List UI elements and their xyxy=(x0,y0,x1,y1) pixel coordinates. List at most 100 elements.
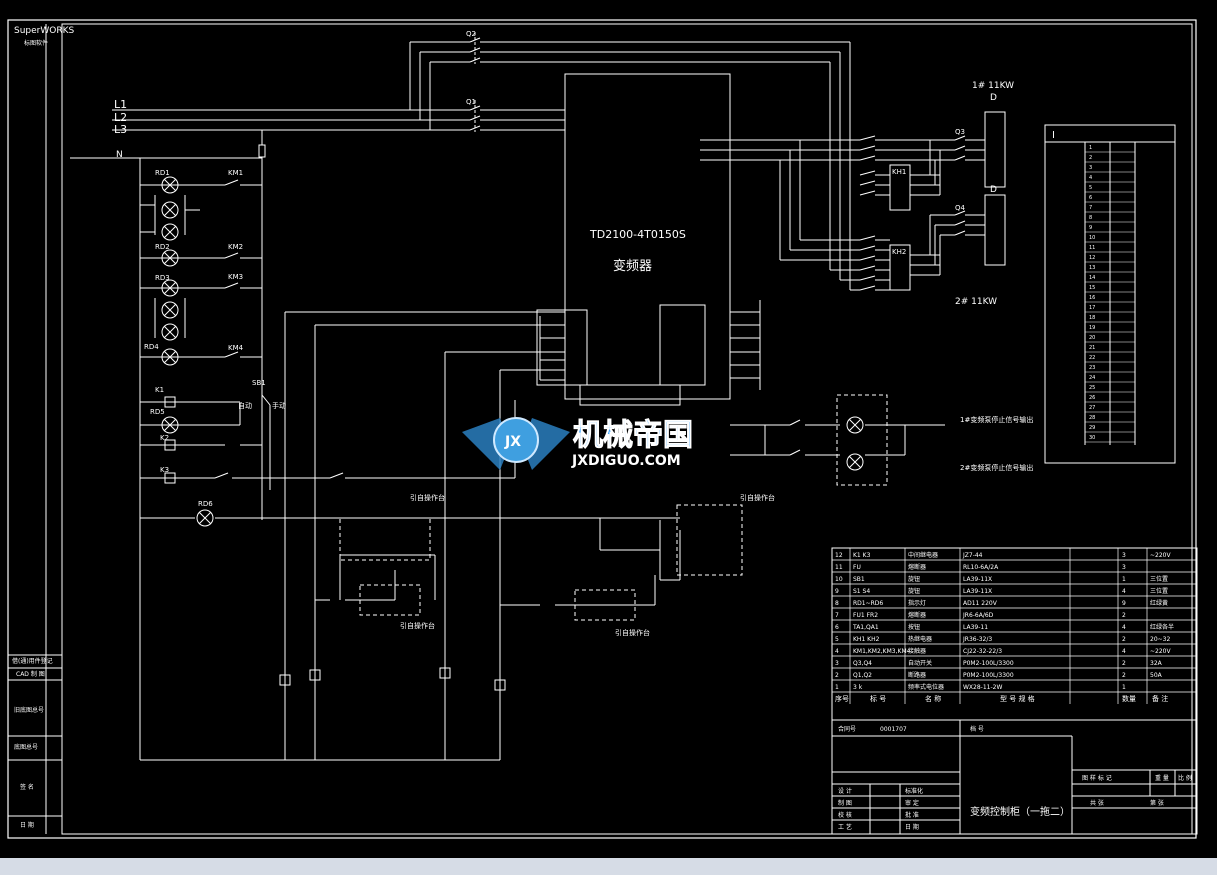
label-km1: KM1 xyxy=(228,169,243,177)
bom-cell: 2 xyxy=(1122,672,1126,679)
sidebar-field-2: CAD 制 图 xyxy=(16,670,45,678)
motor-2-d: D xyxy=(990,185,997,195)
watermark-logo: JX xyxy=(504,434,521,450)
bom-cell: 5 xyxy=(835,636,839,643)
label-km3: KM3 xyxy=(228,273,243,281)
terminal-row: 7 xyxy=(1089,205,1092,211)
label-op3: 引自操作台 xyxy=(615,628,650,637)
bom-cell: 2 xyxy=(1122,636,1126,643)
terminal-row: 15 xyxy=(1089,285,1095,291)
terminal-row: 5 xyxy=(1089,185,1092,191)
motor-2-label: 2# 11KW xyxy=(955,297,997,307)
bom-header-cell: 序号 xyxy=(835,694,849,703)
label-kh2: KH2 xyxy=(892,248,906,256)
bottom-status-bar xyxy=(0,858,1217,875)
terminal-row: 26 xyxy=(1089,395,1095,401)
power-labels: L1 L2 L3 N Q1 Q2 xyxy=(114,30,476,160)
bom-cell: KH1 KH2 xyxy=(853,636,880,643)
bom-cell: 6 xyxy=(835,624,839,631)
motor-labels: 1# 11KW D D 2# 11KW xyxy=(955,81,1014,307)
label-q3: Q3 xyxy=(955,128,965,136)
title-block: 合同号 0001707 档 号 变频控制柜（一拖二） 图 样 标 记 重 量 比… xyxy=(831,719,1198,835)
sidebar-field-3: 旧底图总号 xyxy=(14,706,44,714)
inner-border xyxy=(61,23,1193,835)
terminal-row: 28 xyxy=(1089,415,1095,421)
bom-cell: 2 xyxy=(1122,612,1126,619)
label-l3: L3 xyxy=(114,123,127,136)
terminal-row: 14 xyxy=(1089,275,1095,281)
bom-cell: LA39-11 xyxy=(963,624,988,631)
lamp-symbols xyxy=(161,176,864,527)
terminal-row: 30 xyxy=(1089,435,1095,441)
terminal-row: 16 xyxy=(1089,295,1095,301)
bom-cell: LA39-11X xyxy=(963,588,992,595)
stage-label: 图 样 标 记 xyxy=(1082,774,1112,782)
motor-1-d: D xyxy=(990,93,997,103)
sidebar-field-5: 签 名 xyxy=(20,783,34,791)
drawing-title: 变频控制柜（一拖二） xyxy=(970,805,1070,818)
bom-cell: Q1,Q2 xyxy=(853,672,872,679)
bom-cell: SB1 xyxy=(853,576,865,583)
sidebar-field-4: 底图总号 xyxy=(14,743,38,751)
label-signal-2: 2#变频泵停止信号输出 xyxy=(960,463,1033,472)
label-rd6: RD6 xyxy=(198,500,213,508)
label-rd4: RD4 xyxy=(144,343,159,351)
bom-cell: 中间继电器 xyxy=(908,551,938,559)
label-rd5: RD5 xyxy=(150,408,165,416)
bom-cell: 自动开关 xyxy=(908,659,932,667)
bom-cell: 8 xyxy=(835,600,839,607)
terminal-table: I 12345678910111213141516171819202122232… xyxy=(1044,124,1176,464)
brand-sub: 标图软件 xyxy=(24,39,48,47)
watermark-cn: 机械帝国 xyxy=(573,418,693,453)
label-rd2: RD2 xyxy=(155,243,170,251)
label-manual: 手动 xyxy=(272,401,286,410)
bom-cell: 三位置 xyxy=(1150,575,1168,583)
bom-cell: 20~32 xyxy=(1150,636,1170,643)
bom-cell: 1 xyxy=(835,684,839,691)
bom-header-cell: 标 号 xyxy=(870,694,886,703)
bom-cell: P0M2-100L/3300 xyxy=(963,672,1014,679)
bom-cell: 4 xyxy=(1122,624,1126,631)
terminal-row: 11 xyxy=(1089,245,1095,251)
label-op4: 引自操作台 xyxy=(740,493,775,502)
terminal-row: 20 xyxy=(1089,335,1095,341)
label-l1: L1 xyxy=(114,98,127,111)
bom-cell: 4 xyxy=(1122,588,1126,595)
bom-cell: S1 S4 xyxy=(853,588,870,595)
bom-cell: RL10-6A/2A xyxy=(963,564,999,571)
bom-cell: 红绿各半 xyxy=(1150,623,1174,631)
terminal-row: 27 xyxy=(1089,405,1095,411)
bom-cell: 1 xyxy=(1122,684,1126,691)
title-role: 标准化 xyxy=(905,787,923,795)
bom-header-cell: 备 注 xyxy=(1152,694,1168,703)
scale-label: 比 例 xyxy=(1178,774,1192,782)
bom-cell: 1 xyxy=(1122,576,1126,583)
terminal-row: 17 xyxy=(1089,305,1095,311)
label-km2: KM2 xyxy=(228,243,243,251)
terminal-row: 10 xyxy=(1089,235,1095,241)
label-km4: KM4 xyxy=(228,344,244,352)
bom-cell: 熔断器 xyxy=(908,563,926,571)
terminal-row: 23 xyxy=(1089,365,1095,371)
bom-cell: 4 xyxy=(835,648,839,655)
watermark-en: JXDIGUO.COM xyxy=(571,453,681,469)
bom-cell: CJ22-32-22/3 xyxy=(963,648,1002,655)
bom-cell: 旋钮 xyxy=(908,587,920,595)
wiring xyxy=(70,32,1006,761)
outer-border xyxy=(7,19,1197,839)
component-labels: RD1 RD2 RD3 RD4 RD5 RD6 KM1 KM2 KM3 KM4 … xyxy=(144,128,1033,637)
bom-cell: P0M2-100L/3300 xyxy=(963,660,1014,667)
bom-cell: 32A xyxy=(1150,660,1163,667)
bom-cell: 50A xyxy=(1150,672,1163,679)
label-op2: 引自操作台 xyxy=(400,621,435,630)
terminal-row: 22 xyxy=(1089,355,1095,361)
bom-header-cell: 型 号 规 格 xyxy=(1000,694,1035,703)
label-k3: K3 xyxy=(160,466,169,474)
bom-header-cell: 名 称 xyxy=(925,694,941,703)
brand-text: SuperWORKS xyxy=(14,26,75,36)
bom-cell: JZ7-44 xyxy=(962,552,983,559)
terminal-row: 19 xyxy=(1089,325,1095,331)
